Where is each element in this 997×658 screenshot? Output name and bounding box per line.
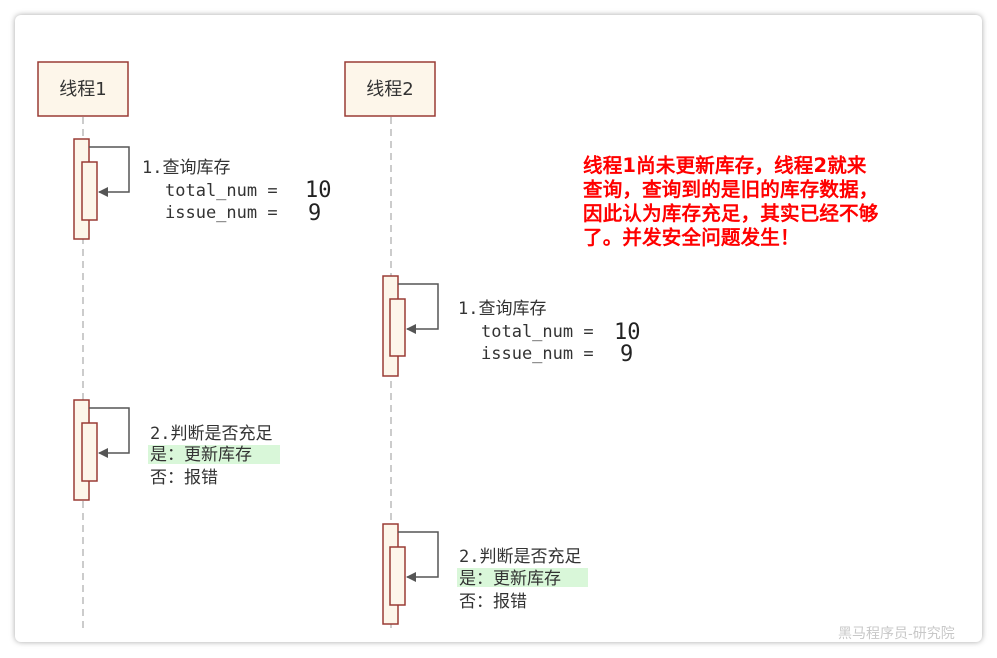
step-no-text: 否：报错 bbox=[459, 592, 527, 612]
step-yes-text: 是：更新库存 bbox=[459, 569, 561, 589]
activation-thread-1-check bbox=[73, 399, 130, 501]
step-total-label: total_num = bbox=[481, 322, 594, 342]
activation-thread-2-check bbox=[382, 523, 439, 625]
activation-thread-2-query bbox=[382, 275, 439, 377]
step-issue-label: issue_num = bbox=[165, 203, 278, 223]
step-issue-label: issue_num = bbox=[481, 344, 594, 364]
step-title: 2.判断是否充足 bbox=[459, 547, 581, 567]
diagram-card bbox=[15, 15, 982, 642]
yes-highlight bbox=[148, 445, 280, 464]
activation-thread-1-query bbox=[73, 138, 130, 240]
participant-label: 线程1 bbox=[59, 79, 106, 100]
step-no-text: 否：报错 bbox=[150, 468, 218, 488]
participant-label: 线程2 bbox=[366, 79, 413, 100]
step-issue-value: 9 bbox=[308, 201, 321, 226]
step-title: 2.判断是否充足 bbox=[150, 424, 272, 444]
step-total-value: 10 bbox=[614, 320, 641, 345]
step-total-value: 10 bbox=[305, 178, 332, 203]
participant-thread-2: 线程2 bbox=[344, 61, 436, 117]
step-title: 1.查询库存 bbox=[458, 299, 546, 319]
step-total-label: total_num = bbox=[165, 181, 278, 201]
step-yes-text: 是：更新库存 bbox=[150, 445, 252, 465]
watermark: 黑马程序员-研究院 bbox=[838, 626, 955, 642]
participant-thread-1: 线程1 bbox=[37, 61, 129, 117]
concurrency-warning-note: 线程1尚未更新库存，线程2就来查询，查询到的是旧的库存数据，因此认为库存充足，其… bbox=[583, 154, 879, 249]
step-title: 1.查询库存 bbox=[142, 158, 230, 178]
yes-highlight bbox=[457, 568, 588, 587]
step-issue-value: 9 bbox=[620, 342, 633, 367]
